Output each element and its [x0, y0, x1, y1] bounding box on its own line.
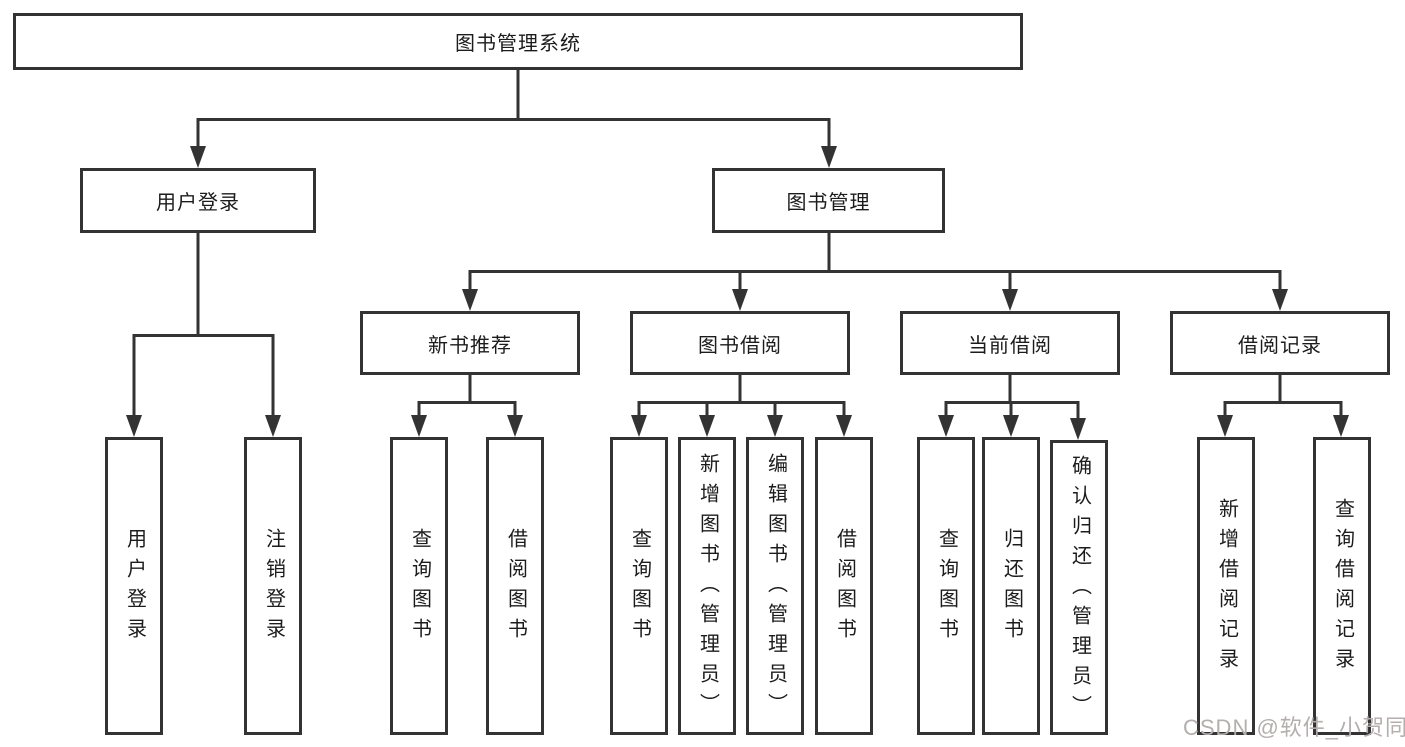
node-book-management: 图书管理	[712, 168, 945, 233]
node-label: 借阅图书	[504, 528, 527, 648]
node-label: 归还图书	[1000, 528, 1023, 648]
leaf-user-login: 用户登录	[105, 437, 163, 735]
node-label: 确认归还（管理员）	[1068, 454, 1091, 725]
node-library-management-system: 图书管理系统	[13, 13, 1023, 70]
node-label: 用户登录	[156, 192, 240, 214]
node-label: 查询图书	[935, 528, 958, 648]
node-current-borrow: 当前借阅	[900, 311, 1120, 375]
node-label: 新增图书（管理员）	[696, 453, 719, 723]
node-borrow-records: 借阅记录	[1170, 311, 1390, 375]
node-label: 查询借阅记录	[1331, 498, 1354, 678]
csdn-watermark: CSDN @软件_小贺同学	[1183, 715, 1405, 740]
leaf-query-books-borrow: 查询图书	[610, 437, 668, 735]
node-label: 新书推荐	[428, 334, 512, 357]
leaf-add-borrow-record: 新增借阅记录	[1197, 437, 1255, 735]
leaf-query-books-recommend: 查询图书	[390, 437, 448, 735]
leaf-edit-books-admin: 编辑图书（管理员）	[746, 437, 804, 735]
leaf-borrow-books-recommend: 借阅图书	[486, 437, 544, 735]
node-label: 用户登录	[123, 528, 146, 648]
node-label: 图书管理系统	[455, 33, 581, 55]
node-label: 借阅记录	[1238, 334, 1322, 357]
arrowheads	[126, 146, 1349, 440]
node-label: 借阅图书	[833, 528, 856, 648]
node-user-login: 用户登录	[80, 168, 316, 233]
node-label: 新增借阅记录	[1215, 498, 1238, 678]
node-label: 当前借阅	[968, 334, 1052, 357]
node-label: 查询图书	[408, 528, 431, 648]
node-label: 注销登录	[262, 528, 285, 648]
leaf-borrow-books: 借阅图书	[815, 437, 873, 735]
leaf-confirm-return-admin: 确认归还（管理员）	[1050, 440, 1108, 735]
leaf-query-books-current: 查询图书	[917, 437, 975, 735]
node-new-book-recommend: 新书推荐	[360, 311, 580, 375]
leaf-return-books: 归还图书	[982, 437, 1040, 735]
leaf-query-borrow-record: 查询借阅记录	[1313, 437, 1371, 735]
node-label: 图书借阅	[698, 334, 782, 357]
node-label: 编辑图书（管理员）	[764, 453, 787, 723]
node-book-borrow: 图书借阅	[630, 311, 850, 375]
leaf-logout: 注销登录	[244, 437, 302, 735]
leaf-add-books-admin: 新增图书（管理员）	[678, 437, 736, 735]
node-label: 图书管理	[786, 192, 871, 214]
node-label: 查询图书	[628, 528, 651, 648]
